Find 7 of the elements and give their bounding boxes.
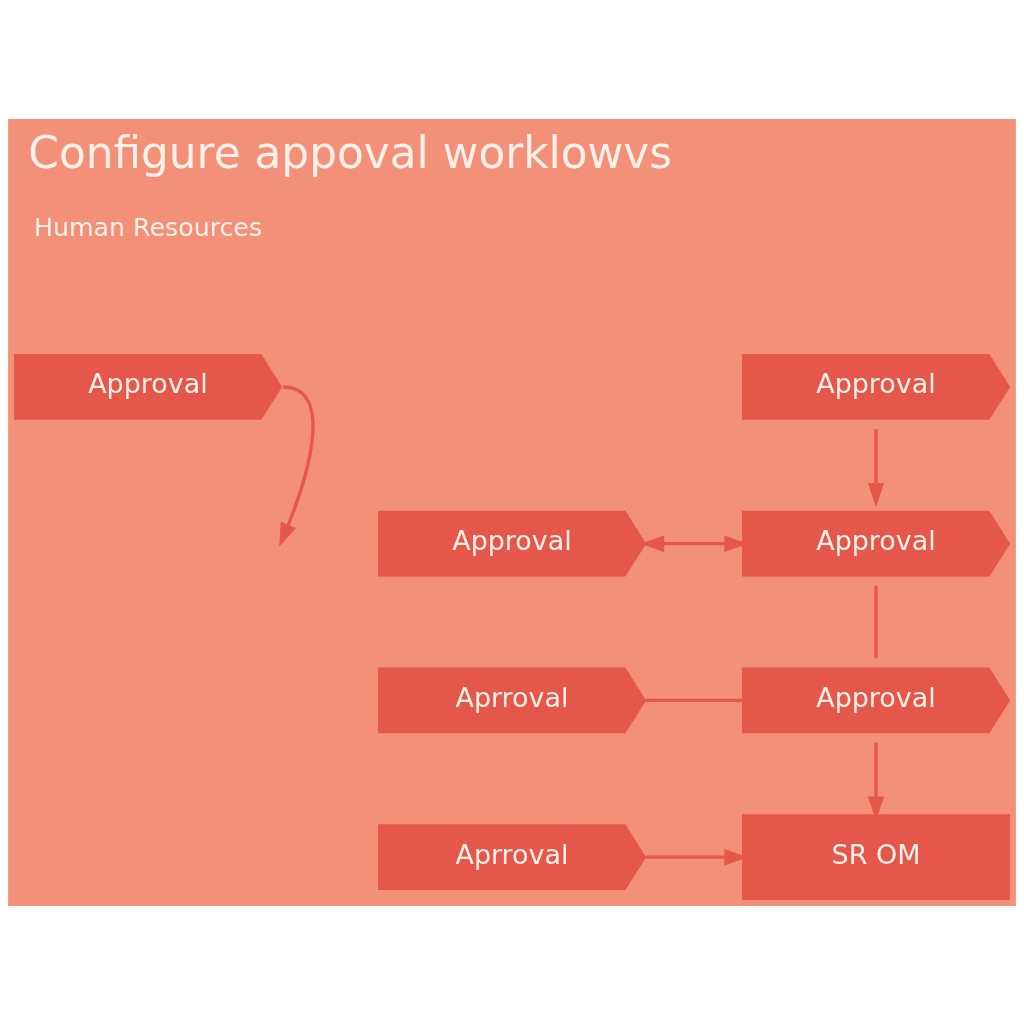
arrow <box>279 384 315 547</box>
label: Human Resources <box>33 212 263 242</box>
node-box: SR OM <box>742 813 1010 900</box>
connector <box>874 585 878 658</box>
arrow <box>867 428 885 507</box>
connector <box>645 698 743 702</box>
diagram-title: Configure appoval worklowvs <box>28 126 673 178</box>
